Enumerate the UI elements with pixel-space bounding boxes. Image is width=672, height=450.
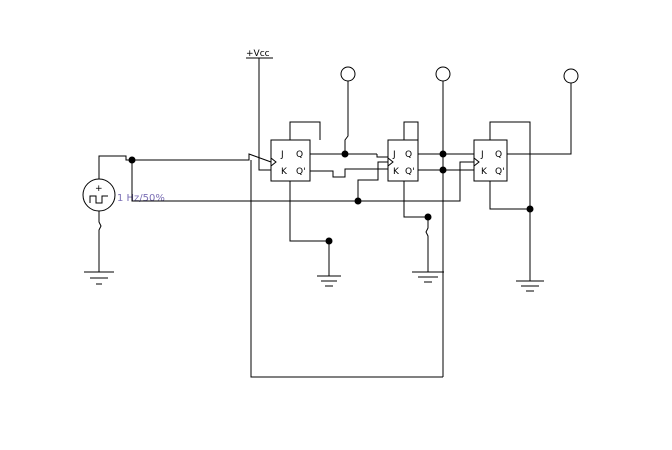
output-probe-3 <box>563 68 579 84</box>
ff1-q-label: Q <box>296 150 303 160</box>
ff1-k-label: K <box>281 167 288 177</box>
source-bottom-wire <box>98 211 102 272</box>
ff2-j-label: J <box>392 150 396 160</box>
flipflop-2: J K Q Q' <box>387 121 428 218</box>
source-label: 1 Hz/50% <box>117 193 165 204</box>
source-plus-sign: + <box>95 184 103 194</box>
output-probe-2 <box>435 66 451 82</box>
ff2-q-label: Q <box>405 150 412 160</box>
ff3-k-label: K <box>481 167 488 177</box>
source-top-wire <box>98 155 132 179</box>
vcc-wire <box>258 58 271 171</box>
ff1-j-label: J <box>280 150 284 160</box>
ff3-clear-wire <box>489 181 530 210</box>
ff1-body <box>270 139 311 182</box>
ff2-clear-wire <box>403 181 428 218</box>
clock-source: + 1 Hz/50% <box>82 155 165 272</box>
flipflop-3: J K Q Q' <box>473 121 531 210</box>
ff3-preset-loop <box>489 121 531 209</box>
clock-wire-ff3 <box>131 160 474 202</box>
junction-dots <box>128 150 534 245</box>
ff2-body <box>387 139 419 182</box>
ff1-clear-wire <box>289 181 329 242</box>
probe1-wire <box>344 81 349 154</box>
square-wave-icon <box>89 195 108 204</box>
clock-wire-ff1 <box>132 153 272 163</box>
vcc-supply: +Vcc <box>246 49 273 171</box>
ff2-k-label: K <box>393 167 400 177</box>
ground-source <box>84 271 114 285</box>
ff3-q-label: Q <box>495 150 502 160</box>
ff2-preset-loop <box>403 121 419 140</box>
junction-dot <box>128 156 136 164</box>
junction-dot <box>354 197 362 205</box>
vcc-label: +Vcc <box>246 49 270 59</box>
junction-dot <box>439 166 447 174</box>
junction-dot <box>325 237 333 245</box>
output-probe-1 <box>340 66 356 82</box>
ff3-clock-triangle <box>473 157 480 167</box>
flipflop-1: J K Q Q' <box>270 121 329 242</box>
feedback-wire <box>250 160 443 378</box>
probe3-wire <box>507 83 572 155</box>
ff2-k-wire <box>310 168 388 178</box>
junction-dot <box>424 213 432 221</box>
ff1-preset-loop <box>289 121 321 140</box>
ff1-clock-triangle <box>270 157 277 167</box>
ff3-qbar-label: Q' <box>495 167 505 177</box>
ground-2 <box>412 217 444 283</box>
ff3-j-label: J <box>480 150 484 160</box>
ff1-qbar-label: Q' <box>296 167 306 177</box>
junction-dot <box>341 150 349 158</box>
clock-wire-ff2 <box>357 161 388 201</box>
ground-3 <box>516 209 544 292</box>
ff2-clock-triangle <box>387 157 394 167</box>
junction-dot <box>526 205 534 213</box>
junction-dot <box>439 150 447 158</box>
ff2-qbar-label: Q' <box>405 167 415 177</box>
ff2-j-wire <box>376 154 388 158</box>
output-wiring <box>310 66 579 377</box>
ground-1 <box>317 241 341 287</box>
